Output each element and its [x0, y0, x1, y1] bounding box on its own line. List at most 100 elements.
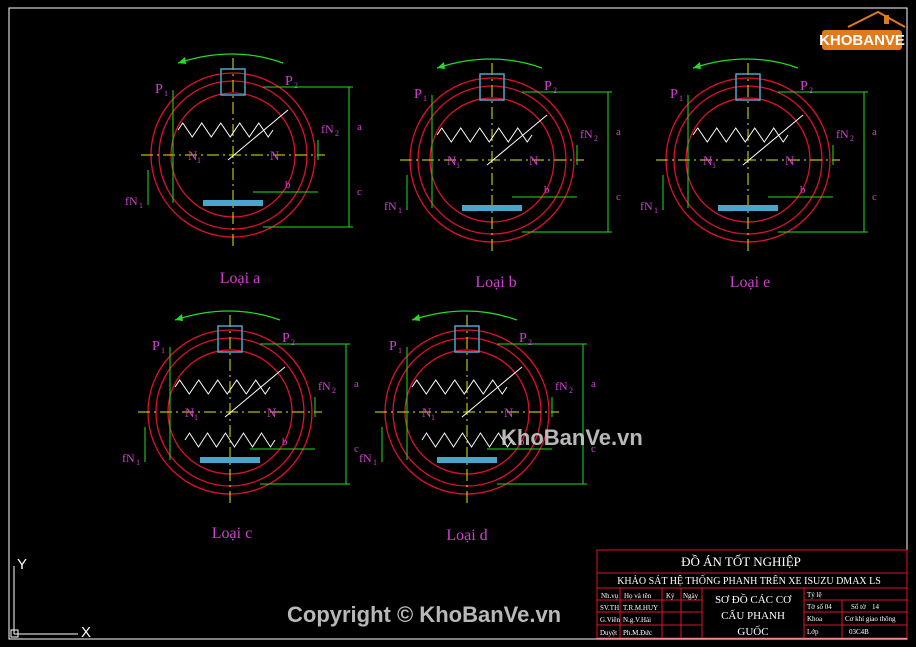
p-right-label: P: [800, 79, 808, 94]
rotation-arrowhead: [437, 62, 445, 69]
resultant-vector: [461, 366, 523, 418]
drawing-title-1: SƠ ĐỒ CÁC CƠ: [715, 593, 792, 606]
p-right-label: P: [519, 331, 527, 346]
col-sign: Ký: [666, 592, 675, 600]
row-name-2: N.g.V.Hải: [623, 616, 651, 624]
fn-left-label: fN: [122, 451, 135, 465]
diagram-caption: Loại b: [475, 274, 516, 291]
dim-c-label: c: [872, 191, 877, 203]
col-date: Ngày: [683, 592, 699, 600]
p-left-sub: 1: [423, 94, 427, 103]
n-right-label: N: [267, 405, 277, 420]
dim-a-label: a: [591, 378, 596, 390]
rotation-arrow: [174, 310, 281, 321]
resultant-vector: [486, 114, 548, 166]
rotation-arrow: [177, 53, 284, 64]
dept-value: Cơ khí giao thông: [845, 615, 896, 623]
n-left-sub: 1: [194, 413, 198, 422]
p-left-label: P: [155, 82, 163, 97]
fn-right-sub: 2: [332, 386, 336, 395]
fn-right-sub: 2: [569, 386, 573, 395]
subject-title: KHẢO SÁT HỆ THỐNG PHANH TRÊN XE ISUZU DM…: [617, 574, 881, 587]
col-role: Nh.vụ: [601, 592, 619, 600]
n-right-label: N: [785, 153, 795, 168]
n-left-label: N: [185, 405, 195, 420]
diagram-caption: Loại d: [446, 527, 487, 544]
fn-left-sub: 1: [136, 458, 140, 467]
fn-left-label: fN: [384, 199, 397, 213]
resultant-vector: [742, 114, 804, 166]
rotation-arrowhead: [175, 314, 183, 321]
khobanve-logo: KHOBANVE: [819, 10, 906, 50]
rotation-arrow: [411, 310, 518, 321]
fn-right-label: fN: [321, 122, 334, 136]
anchor-link: [437, 457, 497, 463]
fn-right-sub: 2: [335, 129, 339, 138]
p-left-label: P: [414, 87, 422, 102]
wheel-cylinder: [220, 68, 246, 96]
fn-right-sub: 2: [594, 134, 598, 143]
logo-text: KHOBANVE: [819, 32, 905, 49]
diagram-caption: Loại c: [212, 525, 252, 542]
dim-a-label: a: [354, 378, 359, 390]
title-block: [596, 549, 908, 639]
row-role-1: SV.TH: [600, 604, 619, 612]
dim-c-label: c: [354, 443, 359, 455]
n-right-label: N: [529, 153, 539, 168]
watermark-copyright: Copyright © KhoBanVe.vn: [287, 602, 561, 627]
fn-right-label: fN: [580, 127, 593, 141]
return-spring-upper: [174, 379, 271, 395]
fn-left-sub: 1: [373, 458, 377, 467]
diagram-caption: Loại e: [730, 274, 770, 291]
dept-label: Khoa: [807, 615, 823, 623]
dim-a-label: a: [616, 126, 621, 138]
sheet-label: Tờ số 04: [807, 603, 832, 611]
wheel-cylinder: [479, 73, 505, 101]
row-role-2: G.Viên: [600, 616, 620, 624]
anchor-link: [203, 200, 263, 206]
n-left-label: N: [447, 153, 457, 168]
class-value: 03C4B: [849, 628, 869, 636]
p-left-sub: 1: [161, 346, 165, 355]
class-label: Lớp: [807, 628, 819, 636]
project-title: ĐỒ ÁN TỐT NGHIỆP: [681, 554, 801, 569]
return-spring-lower: [421, 432, 513, 448]
p-right-label: P: [285, 74, 293, 89]
p-right-sub: 2: [294, 81, 298, 90]
return-spring-upper: [692, 127, 789, 143]
dim-c-label: c: [616, 191, 621, 203]
drawing-title-3: GUỐC: [737, 625, 768, 638]
p-left-label: P: [152, 339, 160, 354]
dim-c-label: c: [591, 443, 596, 455]
col-name: Họ và tên: [624, 592, 652, 600]
n-left-sub: 1: [456, 161, 460, 170]
p-left-label: P: [389, 339, 397, 354]
resultant-vector: [227, 109, 289, 161]
scale-label: Tỷ lệ: [807, 591, 822, 599]
n-left-sub: 1: [712, 161, 716, 170]
dim-b-label: b: [544, 184, 550, 196]
n-right-label: N: [504, 405, 514, 420]
p-right-label: P: [544, 79, 552, 94]
resultant-vector: [224, 366, 286, 418]
fn-left-sub: 1: [654, 206, 658, 215]
row-name-3: Ph.M.Đức: [623, 629, 652, 637]
fn-left-label: fN: [125, 194, 138, 208]
anchor-link: [200, 457, 260, 463]
fn-right-label: fN: [555, 379, 568, 393]
watermark-text: KhoBanVe.vn: [501, 425, 643, 450]
n-left-sub: 1: [197, 156, 201, 165]
anchor-link: [718, 205, 778, 211]
p-left-sub: 1: [679, 94, 683, 103]
dim-b-label: b: [285, 179, 291, 191]
p-right-sub: 2: [291, 338, 295, 347]
return-spring-upper: [177, 122, 274, 138]
n-left-label: N: [188, 148, 198, 163]
fn-right-label: fN: [318, 379, 331, 393]
p-left-sub: 1: [398, 346, 402, 355]
p-right-sub: 2: [809, 86, 813, 95]
